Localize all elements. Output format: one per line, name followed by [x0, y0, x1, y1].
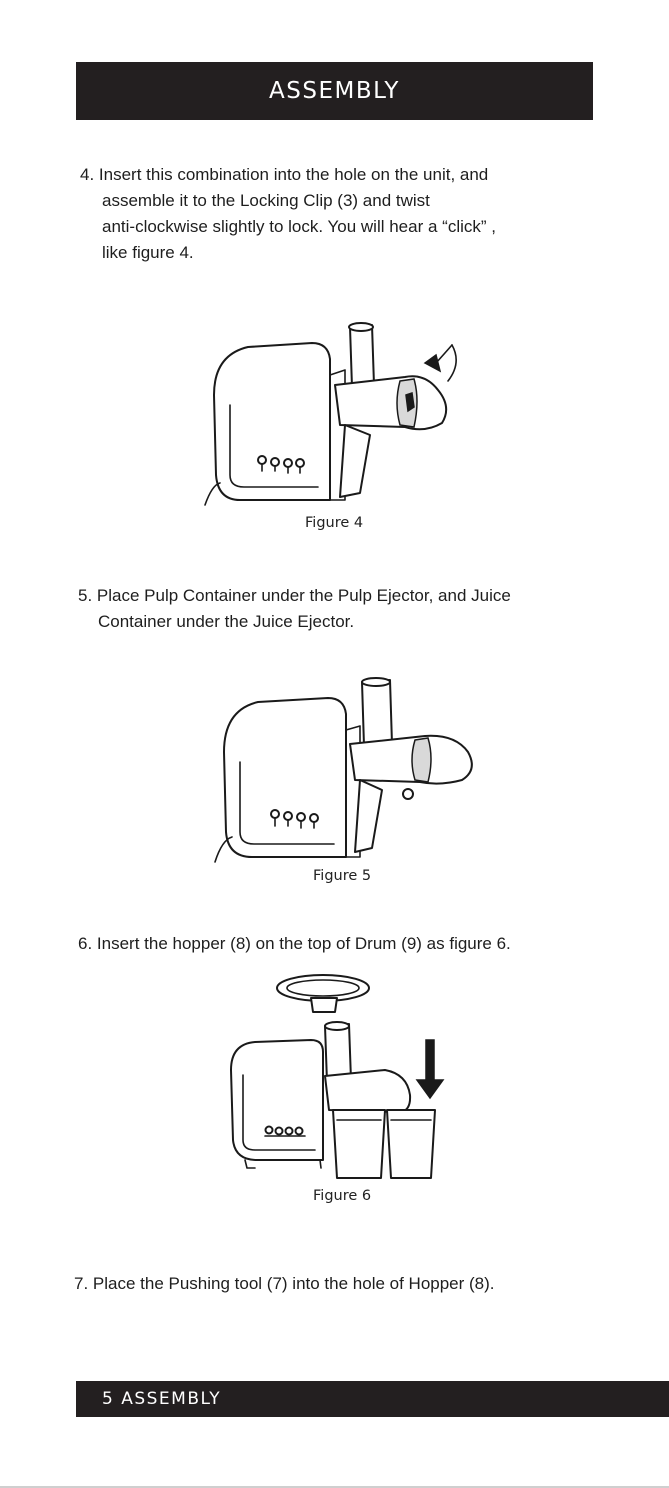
step-6-instruction: 6. Insert the hopper (8) on the top of D…: [78, 931, 511, 957]
step-4-instruction: 4. Insert this combination into the hole…: [80, 162, 496, 266]
step-7-instruction: 7. Place the Pushing tool (7) into the h…: [74, 1271, 495, 1297]
instruction-line: 4. Insert this combination into the hole…: [80, 165, 489, 184]
instruction-line: like figure 4.: [102, 243, 194, 262]
section-title: ASSEMBLY: [269, 78, 400, 104]
instruction-line: 7. Place the Pushing tool (7) into the h…: [74, 1274, 495, 1293]
step-5-instruction: 5. Place Pulp Container under the Pulp E…: [78, 583, 511, 635]
instruction-line: 5. Place Pulp Container under the Pulp E…: [78, 586, 511, 605]
page-footer-bar: 5 ASSEMBLY: [76, 1381, 669, 1417]
figure-4-illustration: [204, 322, 457, 506]
page-number-label: 5 ASSEMBLY: [102, 1389, 222, 1409]
instruction-line: 6. Insert the hopper (8) on the top of D…: [78, 934, 511, 953]
section-header-bar: ASSEMBLY: [76, 62, 593, 120]
instruction-line: anti-clockwise slightly to lock. You wil…: [102, 217, 496, 236]
figure-6-illustration: [230, 974, 445, 1179]
figure-5-illustration: [214, 677, 473, 863]
figure-6-caption: Figure 6: [313, 1188, 372, 1204]
figure-5-caption: Figure 5: [313, 868, 372, 884]
instruction-line: assemble it to the Locking Clip (3) and …: [102, 191, 430, 210]
instruction-line: Container under the Juice Ejector.: [98, 612, 355, 631]
page-bottom-rule: [0, 1486, 669, 1488]
figure-4-caption: Figure 4: [305, 515, 364, 531]
